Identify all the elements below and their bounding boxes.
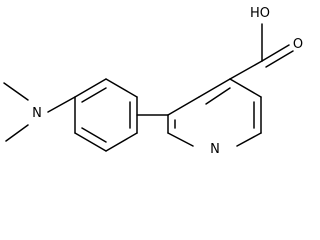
- pyridine-bond: [167, 132, 194, 147]
- chemical-structure: HO O N N: [3, 6, 303, 155]
- pyridine-nitrogen-label: N: [210, 142, 220, 155]
- bond-methyl-upper: [3, 82, 29, 101]
- carboxyl-hydroxyl-label: HO: [250, 6, 270, 21]
- pyridine-ring: [167, 78, 262, 147]
- benzene-bond: [74, 78, 107, 98]
- pyridine-bond: [229, 78, 262, 98]
- benzene-double-bond: [81, 87, 107, 103]
- bond-ring-carboxyl: [229, 60, 263, 80]
- benzene-double-bond: [81, 127, 107, 143]
- dimethylamino-group: [3, 82, 76, 142]
- pyridine-double-bond: [205, 87, 231, 105]
- bond-n-aryl: [47, 96, 76, 113]
- benzene-ring: [74, 78, 138, 152]
- carbonyl-oxygen-label: O: [293, 37, 303, 52]
- benzene-bond: [105, 132, 138, 152]
- pyridine-bond: [167, 96, 200, 116]
- carboxylic-acid-group: [229, 23, 294, 80]
- benzene-bond: [74, 132, 107, 152]
- amine-nitrogen-label: N: [32, 106, 42, 121]
- benzene-bond: [105, 78, 138, 98]
- bond-c-o-double: [261, 44, 290, 62]
- pyridine-bond: [236, 132, 262, 147]
- bond-c-o-double: [265, 50, 294, 68]
- pyridine-bond: [198, 78, 231, 98]
- bond-methyl-lower: [5, 124, 29, 142]
